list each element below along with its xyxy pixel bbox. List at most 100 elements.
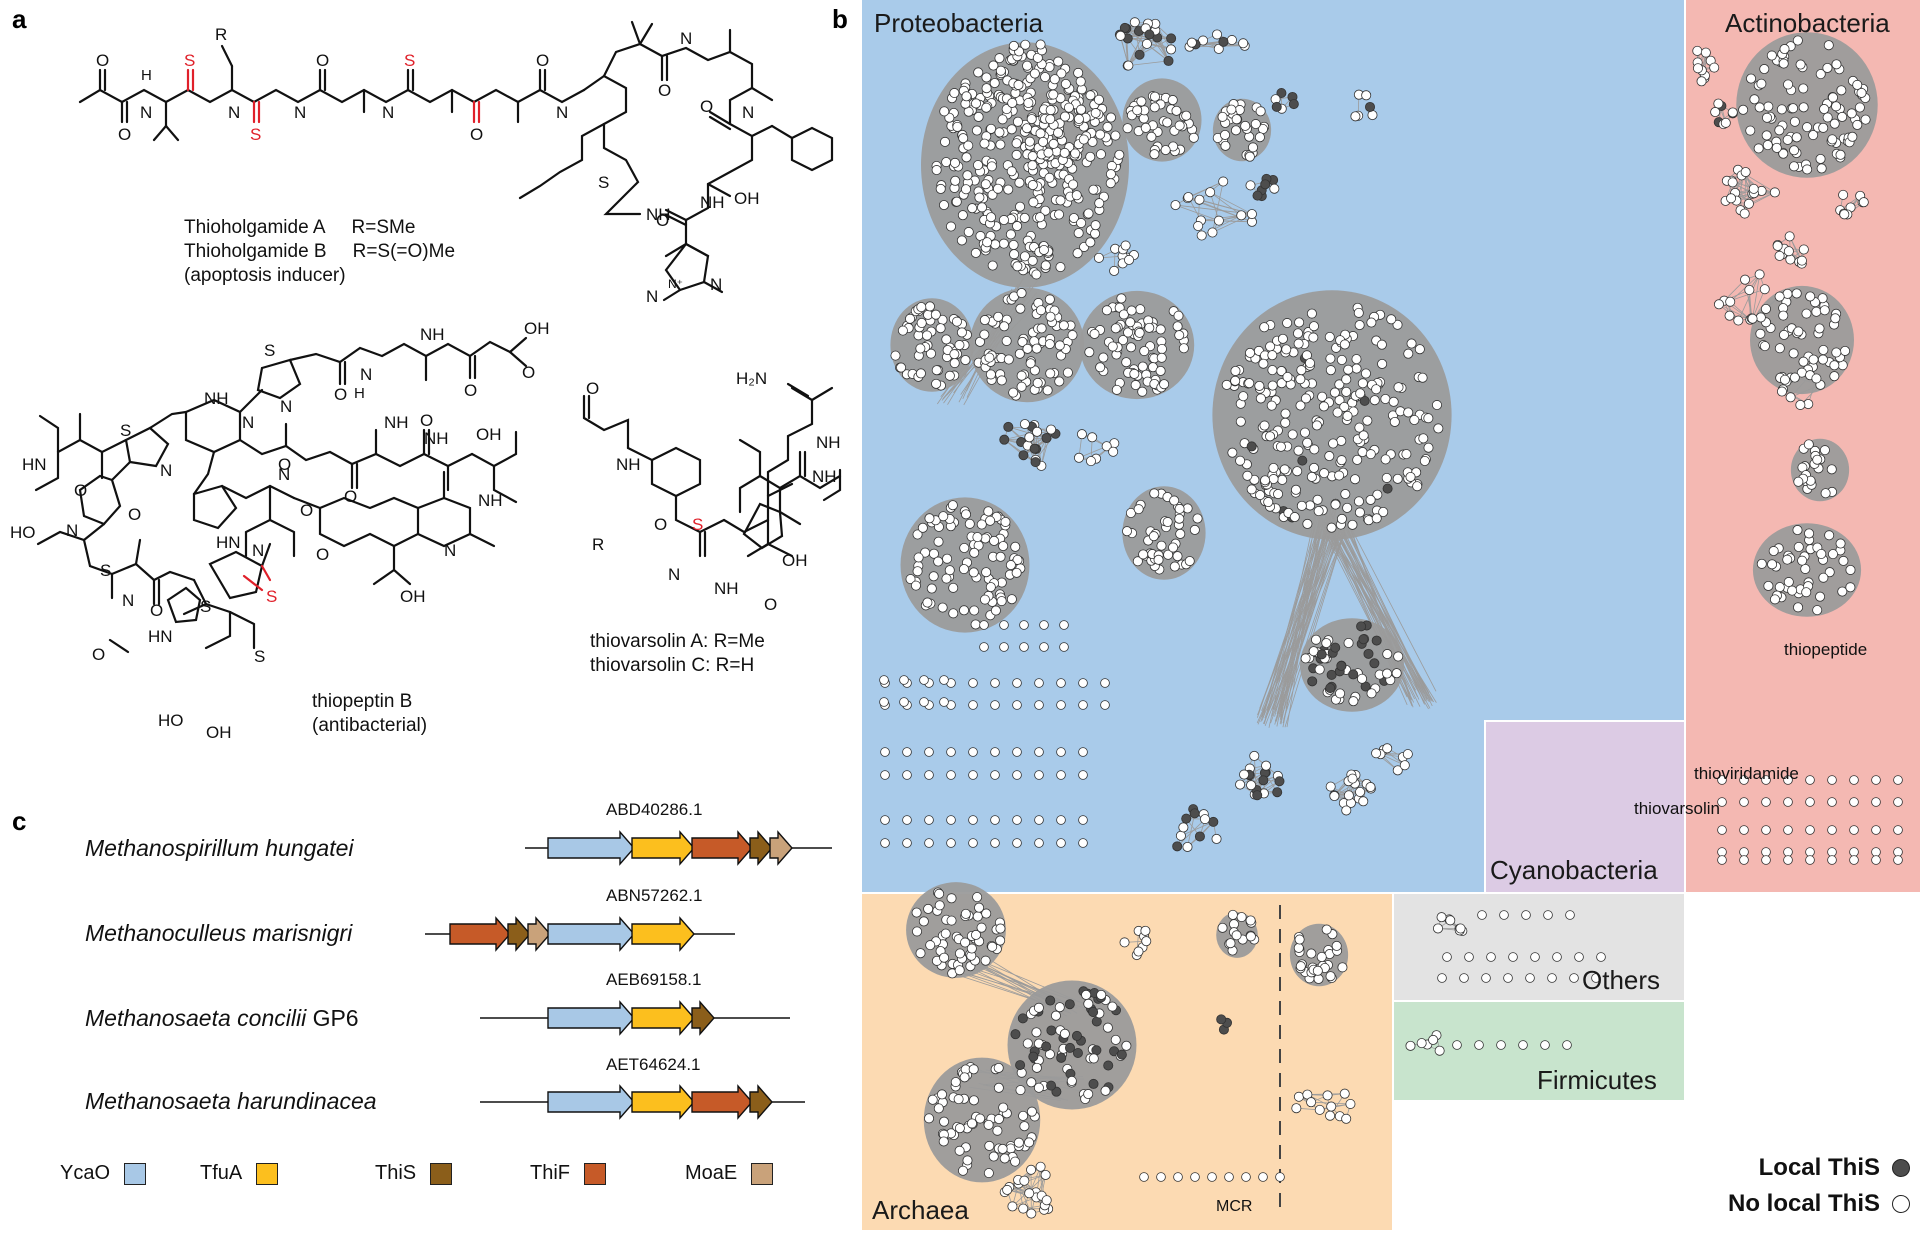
- atom-o: O: [334, 385, 347, 404]
- node-proteo-main: [971, 98, 982, 109]
- node-proteo-main: [974, 192, 985, 203]
- node-cyano-c: [1382, 743, 1393, 754]
- node-actino-c: [1792, 525, 1803, 536]
- atom-o: O: [586, 379, 599, 398]
- node-proteo-s: [1361, 90, 1372, 101]
- node-proteo-d: [1006, 594, 1017, 605]
- node-central-main: [1259, 420, 1270, 431]
- panel-a-letter: a: [12, 4, 27, 34]
- node-proteo-main: [1053, 56, 1064, 67]
- edge: [1253, 755, 1257, 790]
- annotation-thiovarsolin: thiovarsolin: [1634, 799, 1720, 818]
- node-proteo-grid-6: [1034, 838, 1044, 848]
- node-archaea-c: [957, 1165, 968, 1176]
- node-central-main: [1227, 447, 1238, 458]
- node-proteo-grid-3: [1078, 747, 1088, 757]
- node-central-main: [1325, 353, 1336, 364]
- node-central-main: [1319, 468, 1330, 479]
- node-cyano-d: [1172, 841, 1183, 852]
- node-actino-grid-1: [1761, 797, 1771, 807]
- node-others-grid-3: [1591, 973, 1601, 983]
- node-proteo-r: [1246, 209, 1257, 220]
- node-archaea-b: [1091, 1045, 1102, 1056]
- node-others-a: [1432, 923, 1443, 934]
- node-actino-grid-1: [1893, 797, 1903, 807]
- node-actino-c: [1767, 559, 1778, 570]
- node-proteo-grid-4: [1034, 770, 1044, 780]
- node-actino-grid-2: [1761, 847, 1771, 857]
- atom-o: O: [316, 545, 329, 564]
- node-archaea-c: [1013, 1137, 1024, 1148]
- node-central-dark: [1307, 676, 1318, 687]
- node-proteo-b: [993, 311, 1004, 322]
- node-proteo-grid-1: [1012, 678, 1022, 688]
- node-proteo-main: [938, 200, 949, 211]
- edge: [1333, 517, 1430, 694]
- node-proteo-grid-8: [1019, 620, 1029, 630]
- node-proteo-l: [1087, 432, 1098, 443]
- atom-s-thioamide: S: [692, 515, 703, 534]
- thiopeptin-b-structure: [34, 336, 528, 654]
- node-proteo-main: [949, 88, 960, 99]
- node-proteo-main: [1006, 166, 1017, 177]
- edge: [1209, 191, 1242, 216]
- node-actino-grid-2: [1717, 825, 1727, 835]
- node-archaea-grid: [1139, 1172, 1149, 1182]
- node-central-main: [1280, 408, 1291, 419]
- thiovarsolin-structure: [582, 382, 842, 558]
- node-actino-main: [1792, 35, 1803, 46]
- node-archaea-a: [915, 948, 926, 959]
- node-cyano-a: [1239, 769, 1250, 780]
- atom-ho: HO: [158, 711, 184, 730]
- node-central-dark: [1348, 696, 1359, 707]
- node-archaea-b: [1121, 1040, 1132, 1051]
- node-actino-h: [1779, 374, 1790, 385]
- node-proteo-e: [1189, 524, 1200, 535]
- node-central-main: [1376, 339, 1387, 350]
- node-actino-grid-3: [1805, 855, 1815, 865]
- node-proteo-d: [989, 535, 1000, 546]
- node-proteo-r: [1236, 210, 1247, 221]
- node-proteo-c: [1084, 347, 1095, 358]
- node-central-main: [1244, 378, 1255, 389]
- node-central-main: [1366, 317, 1377, 328]
- node-actino-grid-1: [1871, 797, 1881, 807]
- atom-o: O: [96, 51, 109, 70]
- node-proteo-c: [1123, 327, 1134, 338]
- node-proteo-main: [1090, 220, 1101, 231]
- node-actino-grid-3: [1893, 855, 1903, 865]
- node-central-main: [1414, 344, 1425, 355]
- node-actino-f: [1839, 209, 1850, 220]
- node-actino-grid-3: [1739, 855, 1749, 865]
- atom-o: O: [300, 501, 313, 520]
- node-archaea-b: [1083, 998, 1094, 1009]
- node-actino-k: [1713, 98, 1724, 109]
- atom-nh: NH: [204, 389, 229, 408]
- node-central-main: [1255, 393, 1266, 404]
- node-central-main: [1311, 420, 1322, 431]
- node-central-main: [1293, 445, 1304, 456]
- node-proteo-main: [1090, 228, 1101, 239]
- node-proteo-grid-6: [1078, 838, 1088, 848]
- node-proteo-a: [897, 325, 908, 336]
- node-central-main: [1326, 522, 1337, 533]
- edge: [1139, 38, 1172, 56]
- node-actino-grid-1: [1761, 775, 1771, 785]
- node-actino-c: [1801, 587, 1812, 598]
- node-cyano-a: [1249, 750, 1260, 761]
- atom-o: O: [654, 515, 667, 534]
- node-central-main: [1336, 513, 1347, 524]
- node-proteo-grid-2: [1034, 700, 1044, 710]
- node-archaea-e: [1140, 925, 1151, 936]
- node-actino-c: [1793, 602, 1804, 613]
- node-proteo-d: [961, 509, 972, 520]
- node-proteo-d: [917, 522, 928, 533]
- node-central-main: [1388, 396, 1399, 407]
- node-proteo-d: [905, 574, 916, 585]
- node-actino-j: [1692, 45, 1703, 56]
- node-proteo-g: [1181, 110, 1192, 121]
- node-central-main: [1325, 365, 1336, 376]
- node-archaea-grid: [1275, 1172, 1285, 1182]
- node-proteo-d: [985, 515, 996, 526]
- node-proteo-main: [1085, 237, 1096, 248]
